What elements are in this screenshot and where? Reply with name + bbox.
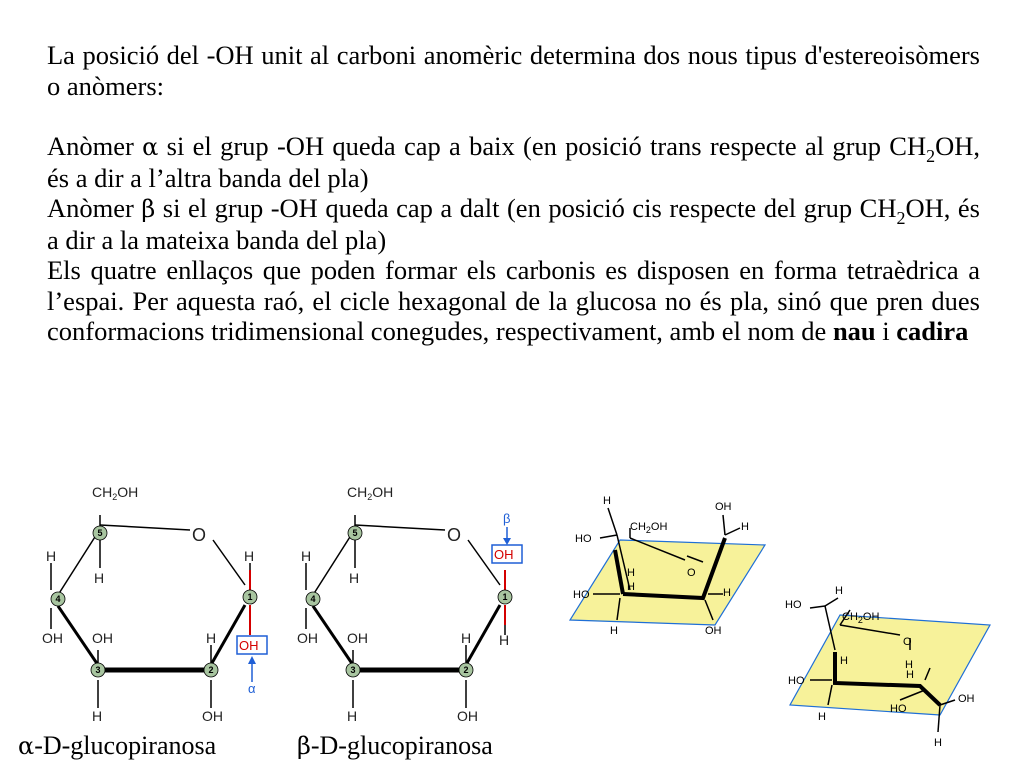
paragraph-conformations: Els quatre enllaços que poden formar els… [47,255,980,347]
chair-ho-left: HO [788,675,805,687]
boat-oh-top-right: OH [715,501,732,513]
beta-prefix: Anòmer [47,193,142,223]
alpha-glucopyranose-diagram: 5 4 3 2 1 CH2OH O H H OH OH H H OH H OH … [42,484,268,724]
boat-h-bottom: H [610,625,618,637]
beta-caption: β-D-glucopiranosa [297,731,493,761]
alpha-caption-text: -D-glucopiranosa [34,731,217,760]
alpha-c3-h: H [92,708,102,724]
beta-c5-h: H [349,570,359,586]
chair-h-right: H [905,659,913,671]
alpha-c1-oh: OH [239,638,259,653]
beta-caption-symbol: β [297,732,311,760]
beta-text-a: si el grup -OH queda cap a dalt (en posi… [155,193,897,223]
beta-c2-h: H [461,630,471,646]
alpha-ring-oxygen: O [192,525,206,545]
beta-carbon-5: 5 [352,528,357,538]
paragraph-beta-anomer: Anòmer β si el grup -OH queda cap a dalt… [47,193,980,255]
beta-carbon-4: 4 [310,594,315,604]
alpha-marker: α [248,681,256,696]
bold-nau: nau [832,316,876,346]
boat-ch2oh: CH2OH [630,521,667,535]
bold-cadira: cadira [896,316,969,346]
chair-ch2oh: CH2OH [842,611,879,625]
alpha-text-b: OH, és a dir a l’altra banda del pla) [47,131,980,193]
alpha-carbon-3: 3 [95,665,100,675]
alpha-c4-h: H [46,548,56,564]
alpha-c4-oh: OH [42,630,63,646]
paragraph-alpha-anomer: Anòmer α si el grup -OH queda cap a baix… [47,131,980,193]
alpha-prefix: Anòmer [47,131,143,161]
alpha-carbon-5: 5 [97,528,102,538]
beta-ch2oh: CH2OH [347,484,393,502]
chair-h-inner: H [840,655,848,667]
boat-h-top-left: H [603,495,611,507]
alpha-c2-oh: OH [202,708,223,724]
alpha-c1-h: H [244,548,254,564]
beta-ring-oxygen: O [447,525,461,545]
chair-ho-top-left: HO [785,599,802,611]
boat-h-lower: H [627,581,635,593]
conformations-text: Els quatre enllaços que poden formar els… [47,255,980,346]
beta-c4-h: H [301,548,311,564]
beta-marker: β [503,511,510,526]
beta-c3-oh: OH [347,630,368,646]
alpha-caption-symbol: α [18,732,35,760]
chair-h-right-lower: H [906,669,914,681]
chair-ring-oxygen: O [903,636,912,648]
beta-symbol: β [141,195,156,223]
beta-c3-h: H [347,708,357,724]
alpha-c5-h: H [94,570,104,586]
alpha-c3-oh: OH [92,630,113,646]
boat-h-lower-right: H [723,587,731,599]
alpha-carbon-2: 2 [208,665,213,675]
paragraph-anomers-intro: La posició del -OH unit al carboni anomè… [47,40,980,101]
beta-c4-oh: OH [297,630,318,646]
chair-oh-right: OH [958,693,975,705]
beta-c1-oh: OH [494,547,514,562]
chair-h-top: H [835,585,843,597]
alpha-c2-h: H [206,630,216,646]
chair-h-bottom-left: H [818,711,826,723]
alpha-subscript: 2 [926,146,936,166]
beta-c2-oh: OH [457,708,478,724]
beta-carbon-3: 3 [350,665,355,675]
boat-conformation-diagram: H HO CH2OH OH H O H H HO H H OH [568,495,767,637]
boat-ho-lower-left: HO [573,589,590,601]
beta-carbon-1: 1 [502,592,507,602]
boat-h-right: H [741,521,749,533]
chair-h-bottom: H [934,737,942,749]
chair-conformation-diagram: H HO CH2OH O H H HO H H HO OH H [785,585,991,749]
boat-ring-oxygen: O [687,567,696,579]
beta-glucopyranose-diagram: 5 4 3 2 1 CH2OH O H H OH OH H H OH H OH … [297,484,523,724]
beta-subscript: 2 [896,208,906,228]
alpha-carbon-4: 4 [55,594,60,604]
boat-oh-bottom: OH [705,625,722,637]
slide-text: La posició del -OH unit al carboni anomè… [47,40,980,347]
beta-c1-h: H [499,632,509,648]
alpha-text-a: si el grup -OH queda cap a baix (en posi… [158,131,927,161]
beta-carbon-2: 2 [463,665,468,675]
alpha-caption: α-D-glucopiranosa [18,731,216,761]
boat-h-inner: H [627,567,635,579]
beta-caption-text: -D-glucopiranosa [310,731,493,760]
connector-i: i [875,316,897,346]
alpha-ch2oh: CH2OH [92,484,138,502]
alpha-carbon-1: 1 [247,592,252,602]
chair-ho-bottom: HO [890,703,907,715]
alpha-symbol: α [142,133,159,161]
boat-ho-left: HO [575,533,592,545]
beta-text-b: OH, és a dir a la mateixa banda del pla) [47,193,980,255]
